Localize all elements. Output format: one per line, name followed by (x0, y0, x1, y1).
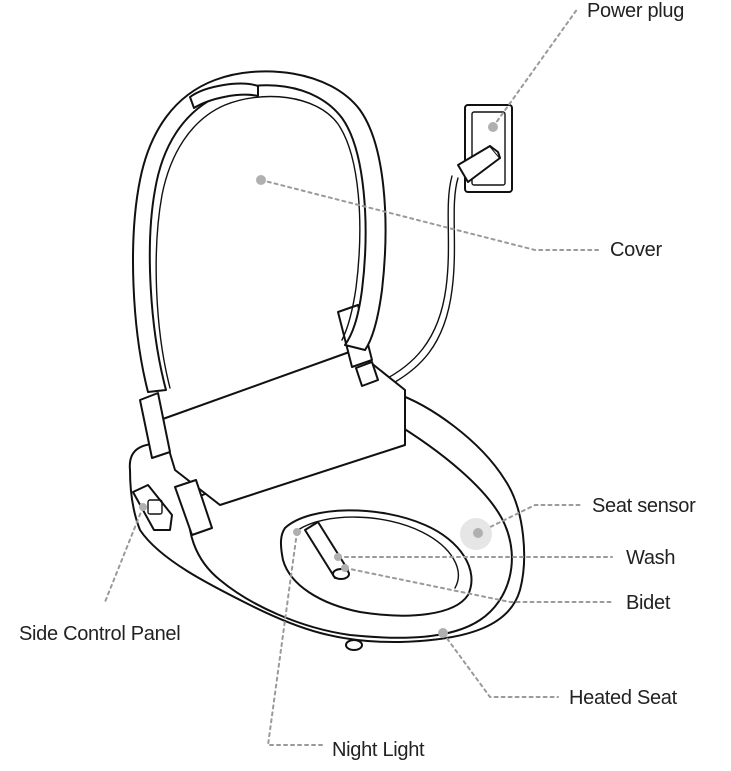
bowl-rim-inner (297, 516, 460, 589)
label-seat-sensor: Seat sensor (592, 495, 696, 517)
callout-dot-power-plug (488, 122, 498, 132)
callout-dot-seat-sensor (473, 528, 483, 538)
callout-dot-night-light (293, 528, 301, 536)
bowl-opening (279, 509, 473, 617)
label-power-plug: Power plug (587, 0, 685, 22)
side-control-panel (132, 484, 173, 531)
leader-bidet (344, 567, 613, 603)
leader-cover (260, 179, 599, 251)
leader-night-light (266, 531, 323, 746)
label-cover: Cover (610, 239, 662, 261)
label-bidet: Bidet (626, 592, 671, 614)
power-plug (457, 145, 501, 183)
cover-lid (132, 70, 387, 393)
callout-dot-bidet (341, 564, 349, 572)
callout-dot-heated-seat (438, 628, 448, 638)
callout-dot-wash (334, 553, 342, 561)
label-night-light: Night Light (332, 739, 425, 761)
power-cord (383, 177, 459, 389)
leader-power-plug (492, 7, 579, 128)
callout-dot-side-control-panel (139, 503, 147, 511)
cover-inner (155, 95, 361, 389)
leader-heated-seat (442, 632, 559, 698)
label-side-control-panel: Side Control Panel (19, 623, 181, 645)
label-heated-seat: Heated Seat (569, 687, 677, 709)
power-cord-inner (377, 175, 453, 384)
cover-grip (189, 82, 259, 109)
callout-dot-cover (256, 175, 266, 185)
seat-foot (345, 639, 363, 651)
label-wash: Wash (626, 547, 676, 569)
hinge-left (139, 392, 213, 536)
leader-seat-sensor (477, 504, 581, 534)
leader-side-control-panel (104, 506, 144, 603)
